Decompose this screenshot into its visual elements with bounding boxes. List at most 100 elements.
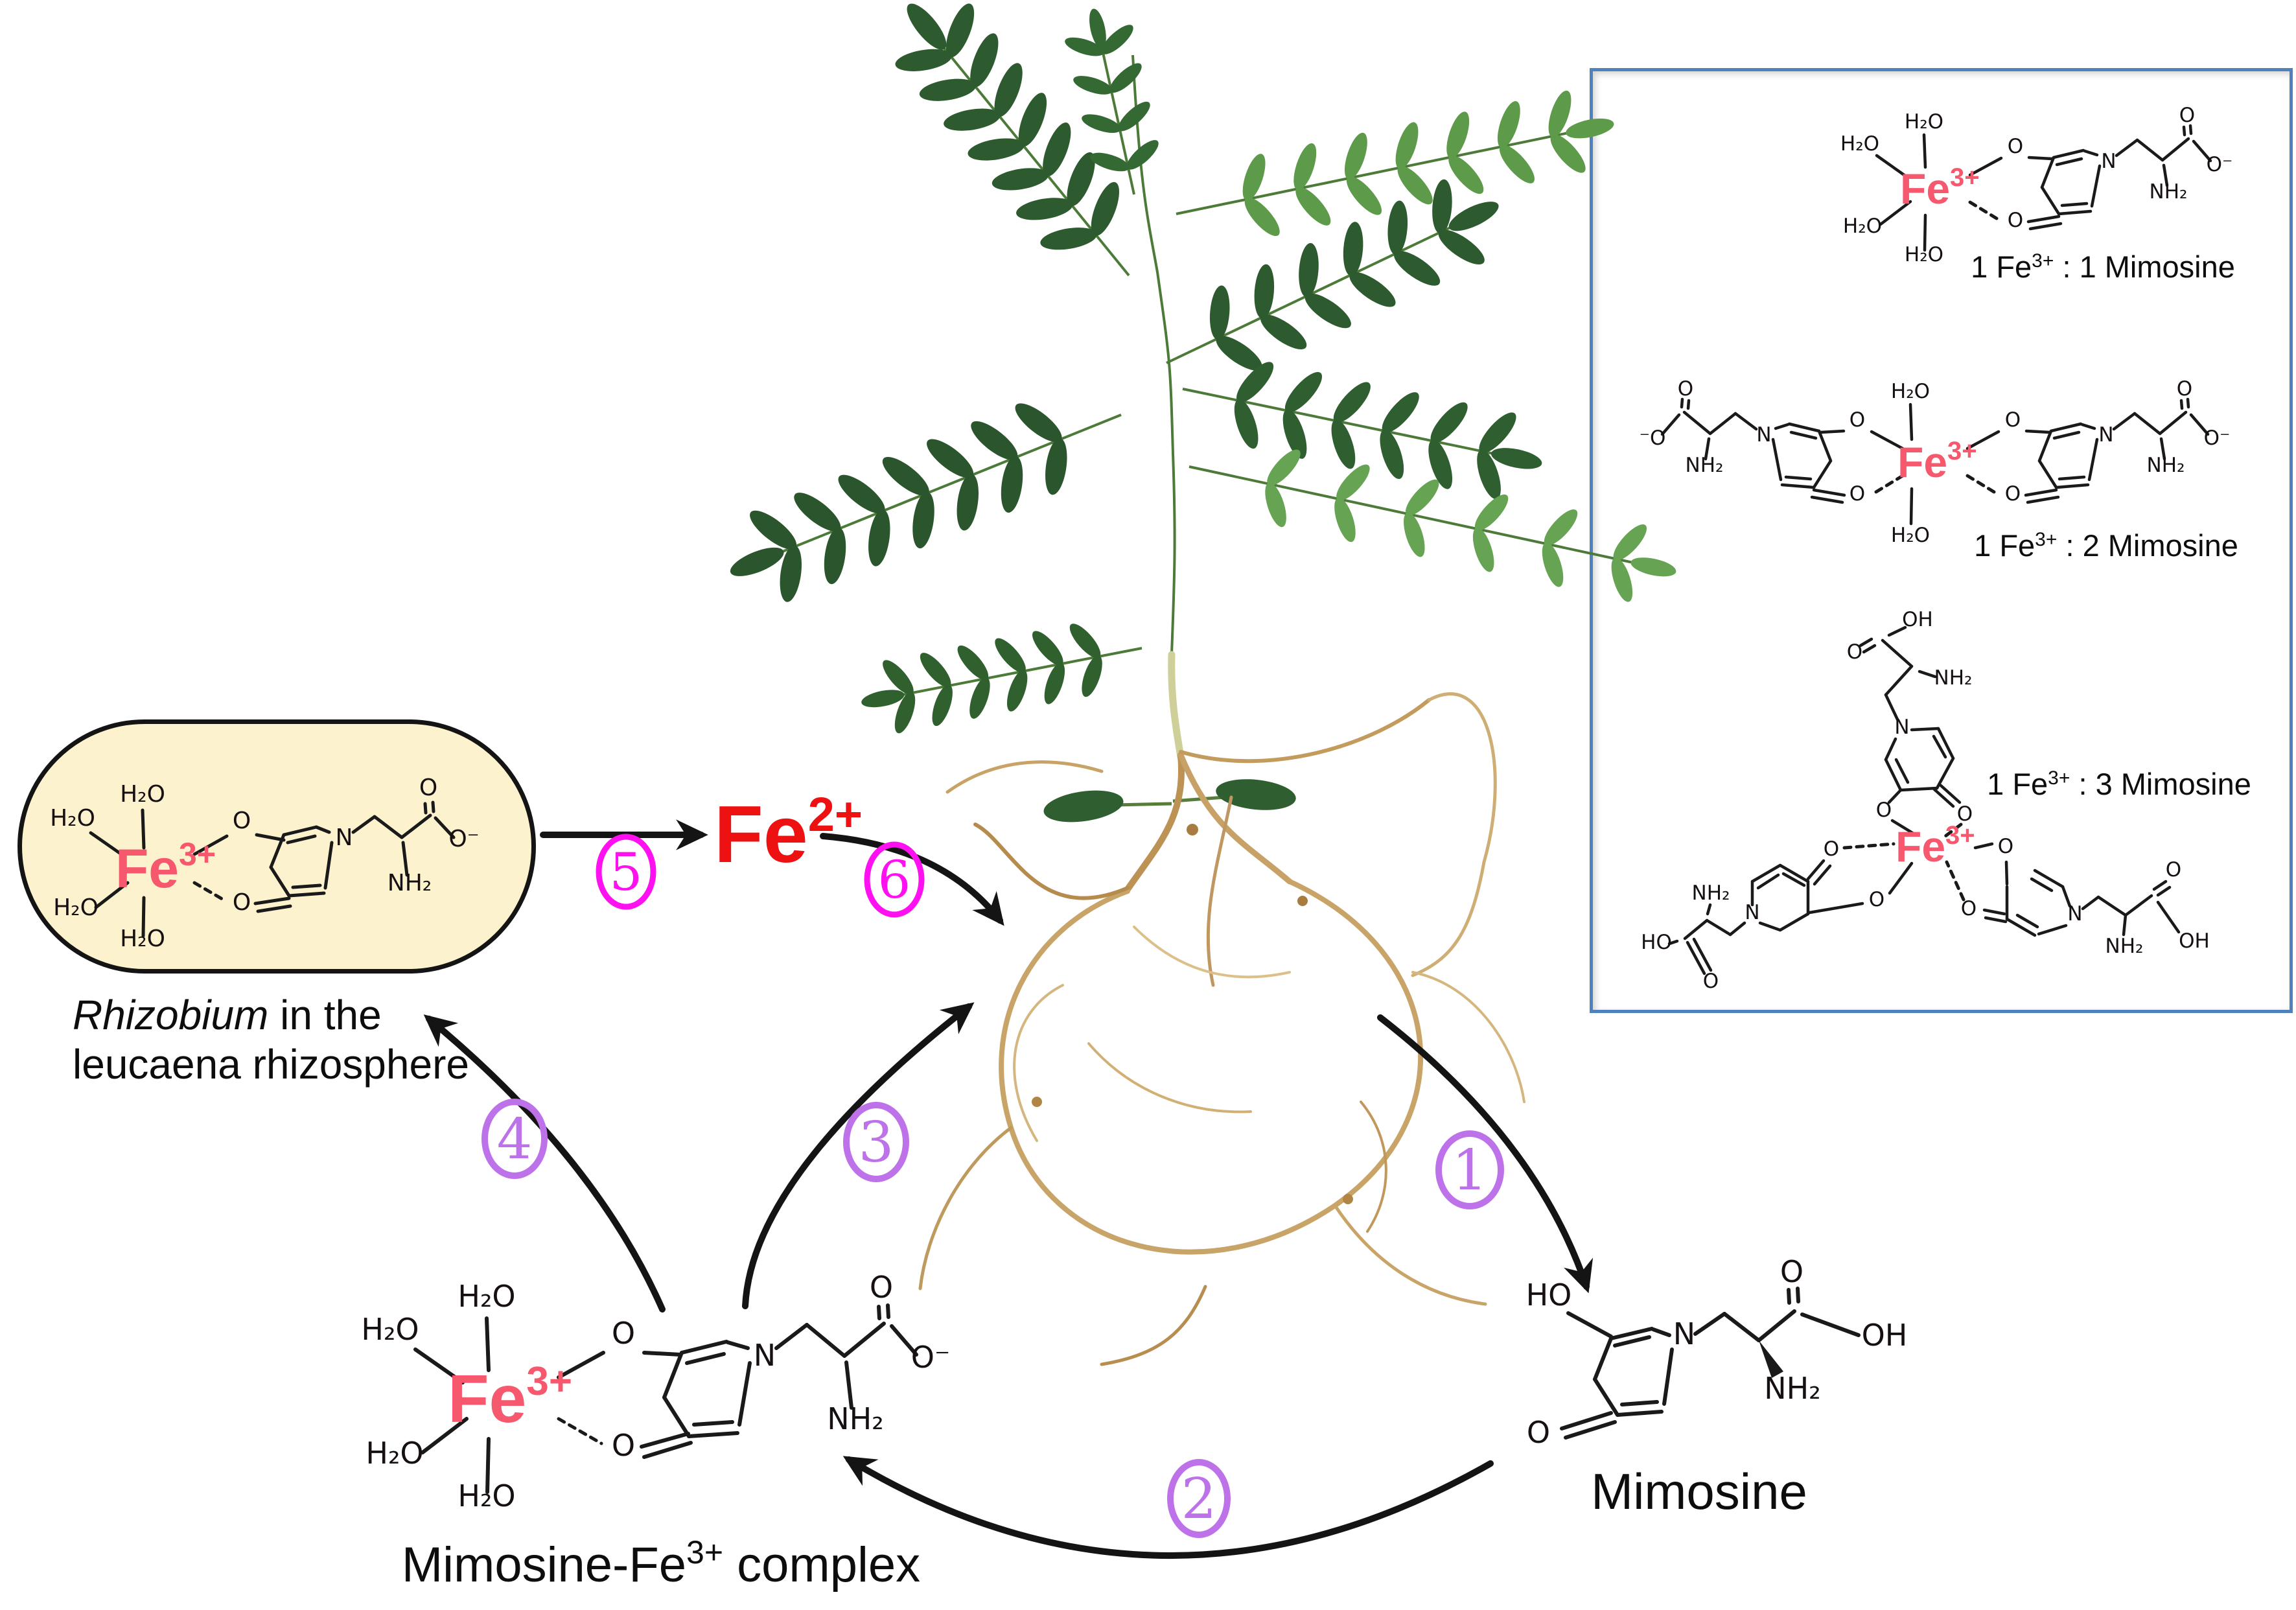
- fe-sup: 3+: [526, 1359, 572, 1404]
- rhizobium-caption-line2: leucaena rhizosphere: [73, 1041, 469, 1088]
- stoichiometry-inset-box: [1590, 68, 2293, 1013]
- arrow-step-2: [842, 1456, 1494, 1559]
- ratio-post: : 2 Mimosine: [2057, 528, 2238, 563]
- atom-label-o: O: [1850, 482, 1865, 506]
- complex-post: complex: [723, 1537, 920, 1592]
- atom-label-nh2: NH₂: [827, 1401, 883, 1436]
- atom-label-n: N: [2098, 423, 2113, 447]
- atom-label-o: O: [1527, 1415, 1550, 1450]
- fe-sup: 3+: [1950, 163, 1980, 192]
- step-number: 5: [610, 842, 643, 902]
- plant-fronds: [730, 3, 1676, 734]
- fe-base: Fe: [448, 1362, 526, 1437]
- ratio-pre: 1 Fe: [1974, 528, 2035, 563]
- ratio-1-1-structure: H₂O H₂O H₂O H₂O Fe3+ O O N NH₂ O O⁻: [1840, 104, 2232, 266]
- plant-hypocotyl: [1168, 651, 1185, 761]
- complex-caption: Mimosine-Fe3+ complex: [402, 1534, 920, 1592]
- step-number: 4: [497, 1107, 533, 1172]
- atom-label-o-minus: O⁻: [2207, 153, 2233, 176]
- ratio-1-3-structure: Fe3+ N NH₂ O OH O O O O N NH₂ HO O O O N…: [1641, 608, 2210, 993]
- atom-label-n: N: [2101, 150, 2116, 173]
- fe3-ion-label: Fe3+: [1900, 163, 1980, 213]
- complex-sup: 3+: [686, 1534, 723, 1570]
- arrow-step-4: [423, 1014, 666, 1312]
- atom-label-o: O: [1850, 408, 1865, 432]
- rhizobium-caption-line1: Rhizobium in the: [73, 992, 382, 1038]
- bonds: [1660, 397, 2210, 526]
- atom-label-o: O: [2177, 377, 2192, 401]
- atom-label-h2o: H₂O: [458, 1478, 515, 1513]
- atom-label-oh: OH: [1862, 1318, 1908, 1353]
- atom-label-o: O: [2166, 858, 2181, 881]
- bonds: [1560, 1287, 1861, 1440]
- atom-label-h2o: H₂O: [365, 1436, 423, 1471]
- step-4-badge: 4: [481, 1099, 548, 1179]
- complex-pre: Mimosine-Fe: [402, 1537, 686, 1592]
- atom-label-n: N: [754, 1338, 776, 1373]
- fe-base: Fe: [1896, 822, 1945, 870]
- ratio-label-1-1: 1 Fe3+ : 1 Mimosine: [1971, 250, 2235, 284]
- atom-label-o: O: [2005, 482, 2021, 506]
- ratio-label-1-2: 1 Fe3+ : 2 Mimosine: [1974, 528, 2238, 563]
- rhizobium-italic: Rhizobium: [73, 992, 268, 1038]
- ratio-post: : 1 Mimosine: [2054, 250, 2234, 284]
- ratio-pre: 1 Fe: [1987, 767, 2048, 801]
- atom-label-h2o: H₂O: [53, 894, 99, 921]
- atom-label-h2o: H₂O: [458, 1279, 515, 1314]
- bubble-fe-mimosine-structure: H₂O H₂O H₂O H₂O Fe3+ O O N NH₂ O O⁻: [50, 775, 480, 952]
- step-1-badge: 1: [1435, 1130, 1504, 1209]
- atom-label-o: O: [612, 1316, 635, 1351]
- rhizobium-bubble: [17, 719, 536, 974]
- atom-label-h2o: H₂O: [120, 926, 165, 952]
- wedge-bond: [1759, 1340, 1783, 1378]
- step-number: 2: [1181, 1467, 1217, 1532]
- fe-sup: 3+: [1947, 437, 1977, 465]
- atom-label-o-minus: O⁻: [2204, 426, 2231, 450]
- mimosine-fe-complex-structure: H₂O H₂O H₂O H₂O Fe3+ O O N NH₂ O O⁻: [361, 1270, 950, 1513]
- ratio-sup: 3+: [2032, 250, 2054, 272]
- fe-sup: 3+: [1945, 821, 1975, 850]
- atom-label-o: O: [1957, 802, 1973, 826]
- ratio-sup: 3+: [2035, 529, 2057, 550]
- bonds: [89, 800, 456, 938]
- atom-label-ho: HO: [1641, 931, 1672, 954]
- fe3-ion-label: Fe3+: [1897, 437, 1977, 486]
- ratio-label-1-3: 1 Fe3+ : 3 Mimosine: [1987, 767, 2251, 801]
- atom-label-o: O: [1961, 897, 1977, 920]
- atom-label-o: O: [612, 1428, 635, 1463]
- atom-label-o: O: [1847, 640, 1862, 664]
- step-5-badge: 5: [596, 834, 656, 910]
- bonds: [413, 1303, 918, 1494]
- atom-label-h2o: H₂O: [1840, 132, 1879, 156]
- step-2-badge: 2: [1167, 1459, 1231, 1538]
- step-6-badge: 6: [864, 841, 925, 918]
- atom-label-o: O: [1703, 970, 1719, 993]
- atom-label-o: O: [1780, 1254, 1803, 1289]
- atom-label-nh2: NH₂: [2147, 454, 2185, 477]
- atom-label-o: O: [1998, 835, 2013, 858]
- atom-label-h2o: H₂O: [361, 1312, 419, 1347]
- fe3-ion-label: Fe3+: [115, 836, 216, 899]
- atom-label-nh2: NH₂: [1934, 666, 1973, 690]
- mimosine-structure: HO O N O OH NH₂: [1526, 1254, 1908, 1450]
- atom-label-h2o: H₂O: [1891, 524, 1930, 547]
- atom-label-n: N: [336, 824, 353, 851]
- atom-label-h2o: H₂O: [1843, 215, 1882, 238]
- atom-label-o-minus: O⁻: [911, 1340, 951, 1375]
- atom-label-oh: OH: [1902, 608, 1933, 631]
- atom-label-nh2: NH₂: [2150, 180, 2188, 204]
- atom-label-ho: HO: [1526, 1278, 1572, 1312]
- cycle-arrows: [423, 819, 1594, 1559]
- atom-label-nh2: NH₂: [1686, 454, 1724, 477]
- fe2-ion-label: Fe2+: [714, 788, 863, 880]
- fe-base: Fe: [714, 790, 808, 880]
- step-number: 6: [878, 850, 911, 910]
- ratio-pre: 1 Fe: [1971, 250, 2032, 284]
- atom-label-n: N: [1894, 716, 1909, 739]
- step-3-badge: 3: [843, 1102, 909, 1182]
- fe3-ion-label: Fe3+: [448, 1359, 572, 1437]
- atom-label-o: O: [2008, 209, 2023, 232]
- atom-label-o: O: [1876, 799, 1892, 822]
- atom-label-h2o: H₂O: [1905, 243, 1943, 266]
- arrow-step-6: [820, 833, 1004, 926]
